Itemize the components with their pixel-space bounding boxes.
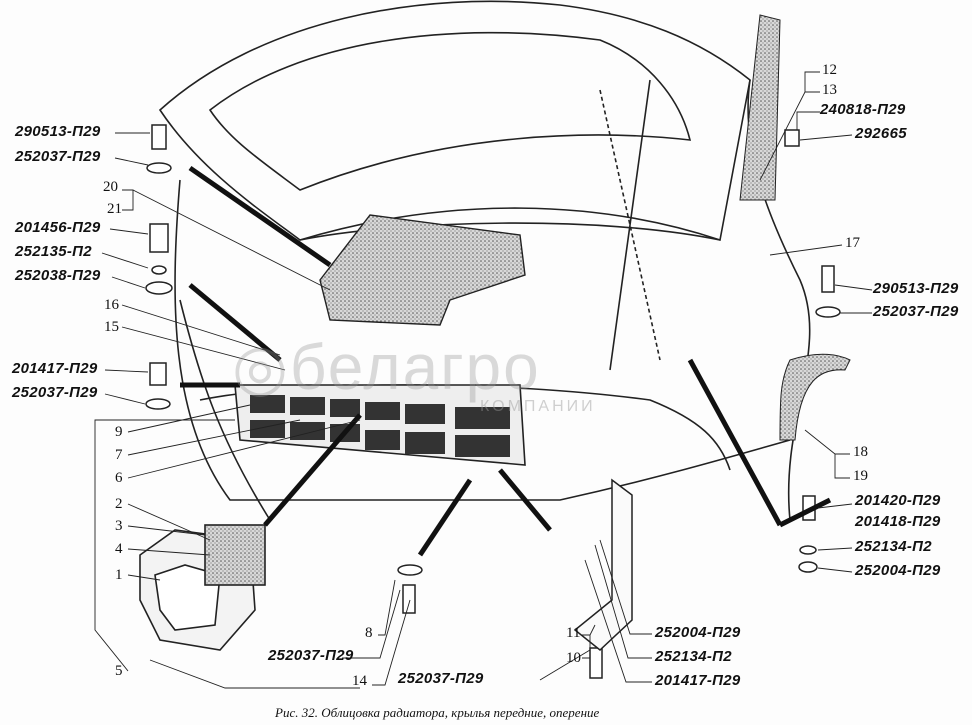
callout-number: 17 bbox=[845, 235, 860, 251]
callout-number: 15 bbox=[104, 319, 119, 335]
part-label: 252037-П29 bbox=[15, 148, 101, 165]
left-fender bbox=[179, 299, 271, 521]
watermark-logo: ◎белагро bbox=[232, 331, 541, 403]
part-label: 252004-П29 bbox=[855, 562, 941, 579]
callout-number: 21 bbox=[107, 201, 122, 217]
hood bbox=[158, 0, 751, 242]
callout-number: 16 bbox=[104, 297, 119, 313]
callout-number: 20 bbox=[103, 179, 118, 195]
callout-number: 4 bbox=[115, 541, 123, 557]
part-label: 252037-П29 bbox=[873, 303, 959, 320]
figure-caption: Рис. 32. Облицовка радиатора, крылья пер… bbox=[275, 705, 600, 720]
radiator-grille bbox=[234, 384, 526, 466]
seal-strip-a-pillar bbox=[739, 14, 781, 201]
callout-number: 18 bbox=[853, 444, 868, 460]
watermark-sub: КОМПАНИИ bbox=[480, 398, 596, 415]
callout-number: 2 bbox=[115, 496, 123, 512]
part-label: 240818-П29 bbox=[820, 101, 906, 118]
part-label: 201417-П29 bbox=[12, 360, 98, 377]
part-label: 201420-П29 bbox=[855, 492, 941, 509]
part-label: 201417-П29 bbox=[655, 672, 741, 689]
callout-number: 14 bbox=[352, 673, 367, 689]
part-label: 290513-П29 bbox=[15, 123, 101, 140]
callout-number: 7 bbox=[115, 447, 123, 463]
part-label: 252135-П2 bbox=[15, 243, 92, 260]
headlamp bbox=[139, 524, 266, 651]
part-label: 292665 bbox=[855, 125, 907, 142]
callout-number: 19 bbox=[853, 468, 868, 484]
callout-number: 6 bbox=[115, 470, 123, 486]
part-label: 252037-П29 bbox=[12, 384, 98, 401]
part-label: 252134-П2 bbox=[855, 538, 932, 555]
part-label: 252004-П29 bbox=[655, 624, 741, 641]
callout-number: 5 bbox=[115, 663, 123, 679]
callout-number: 8 bbox=[365, 625, 373, 641]
part-label: 252038-П29 bbox=[15, 267, 101, 284]
part-label: 252134-П2 bbox=[655, 648, 732, 665]
part-label: 290513-П29 bbox=[873, 280, 959, 297]
callout-number: 1 bbox=[115, 567, 123, 583]
part-label: 252037-П29 bbox=[398, 670, 484, 687]
callout-number: 10 bbox=[566, 650, 581, 666]
part-label: 201456-П29 bbox=[15, 219, 101, 236]
callout-number: 13 bbox=[822, 82, 837, 98]
callout-number: 3 bbox=[115, 518, 123, 534]
callout-number: 11 bbox=[566, 625, 581, 641]
air-duct bbox=[319, 214, 526, 326]
callout-number: 9 bbox=[115, 424, 123, 440]
wheel-arch-seal bbox=[779, 353, 851, 441]
part-label: 201418-П29 bbox=[855, 513, 941, 530]
part-label: 252037-П29 bbox=[268, 647, 354, 664]
callout-number: 12 bbox=[822, 62, 837, 78]
